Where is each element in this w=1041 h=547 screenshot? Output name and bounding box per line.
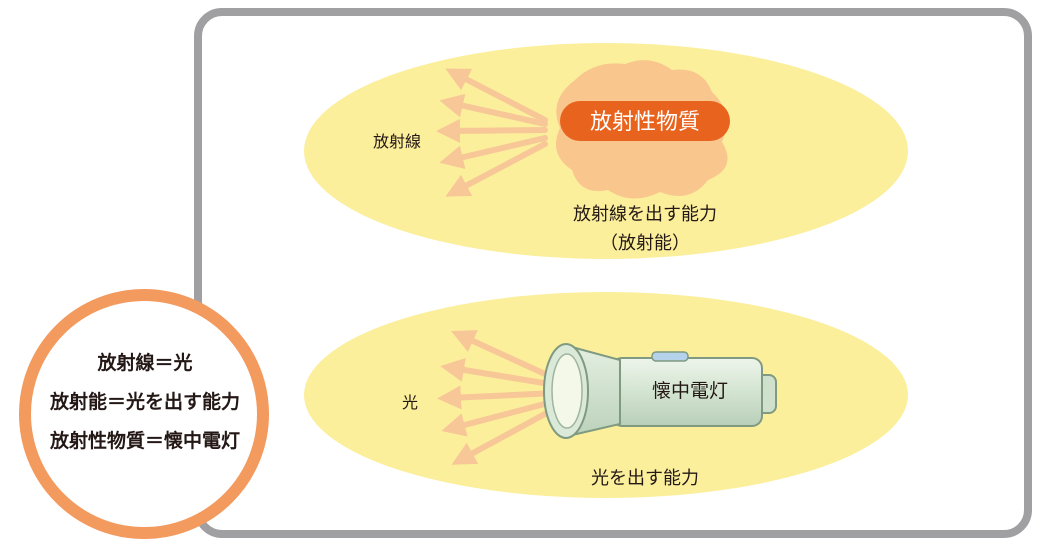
- analogy-circle: [19, 289, 269, 539]
- light-ability-caption: 光を出す能力: [591, 468, 699, 489]
- radioactivity-caption: 放射線を出す能力: [573, 204, 717, 225]
- analogy-line-radiation: 放射線＝光: [97, 352, 193, 374]
- radioactive-material-badge: 放射性物質: [589, 110, 700, 135]
- flashlight-icon: [543, 343, 777, 439]
- ray-arrow-icon: [436, 68, 548, 197]
- flashlight-label: 懐中電灯: [651, 380, 728, 402]
- radiation-label: 放射線: [373, 132, 422, 151]
- radioactivity-caption-paren: （放射能）: [600, 233, 690, 254]
- analogy-line-radioactivity: 放射能＝光を出す能力: [49, 391, 240, 413]
- analogy-line-material: 放射性物質＝懐中電灯: [49, 430, 240, 452]
- light-label: 光: [402, 393, 419, 412]
- ray-arrow-icon: [437, 330, 559, 465]
- badge-background: [560, 101, 730, 141]
